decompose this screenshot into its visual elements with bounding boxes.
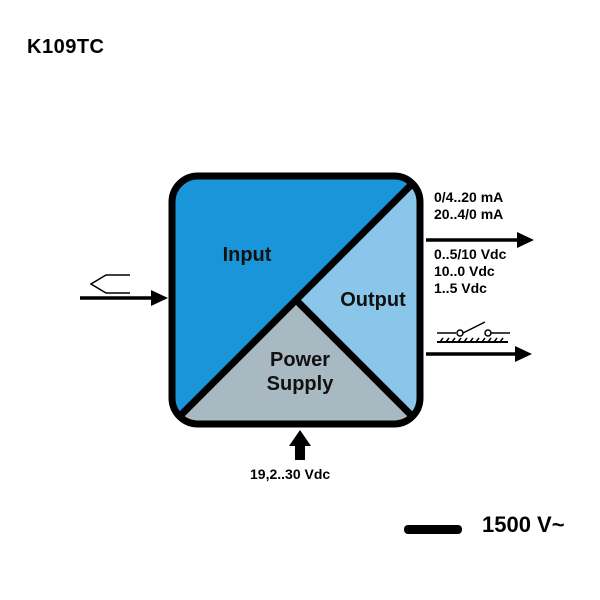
analog-output-arrow: [426, 232, 534, 248]
relay-contact-icon: [437, 321, 510, 343]
current-range-1: 0/4..20 mA: [434, 189, 504, 205]
current-range-2: 20..4/0 mA: [434, 206, 504, 222]
voltage-range-3: 1..5 Vdc: [434, 280, 487, 296]
input-label: Input: [223, 244, 272, 266]
isolation-symbol: [404, 525, 462, 534]
model-title: K109TC: [27, 36, 105, 58]
relay-output-arrow: [426, 346, 532, 362]
module-outline: [168, 172, 424, 428]
voltage-output-labels: 0..5/10 Vdc 10..0 Vdc 1..5 Vdc: [434, 246, 506, 297]
output-label: Output: [340, 289, 406, 311]
input-arrow: [80, 290, 168, 306]
thermocouple-icon: [89, 274, 130, 294]
voltage-range-1: 0..5/10 Vdc: [434, 246, 507, 262]
power-label-line2: Supply: [267, 373, 335, 395]
voltage-range-2: 10..0 Vdc: [434, 263, 495, 279]
supply-arrow: [289, 430, 311, 460]
supply-voltage-label: 19,2..30 Vdc: [250, 466, 331, 482]
power-supply-block: [170, 300, 422, 426]
current-output-labels: 0/4..20 mA 20..4/0 mA: [434, 189, 503, 223]
power-label-line1: Power: [270, 349, 330, 371]
output-block: [296, 174, 422, 426]
isolation-voltage-label: 1500 V~: [482, 512, 565, 537]
divider-power-output: [293, 297, 422, 426]
